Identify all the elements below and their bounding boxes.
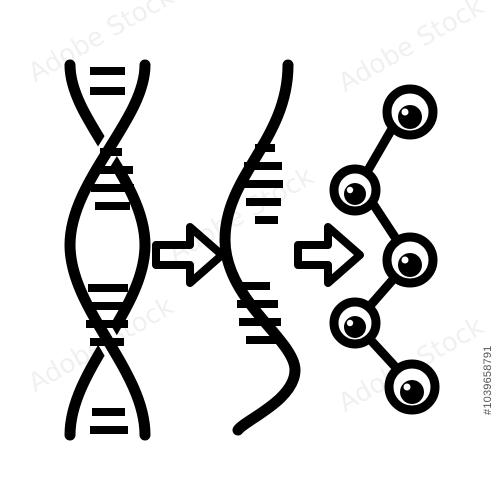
helix-rungs: [85, 67, 134, 434]
amino-acid-node: [329, 297, 381, 349]
single-strand-backbone: [219, 59, 301, 436]
amino-acid-node: [329, 164, 381, 216]
stock-image-id: #1039658791: [482, 345, 494, 416]
amino-acid-node: [382, 84, 438, 140]
amino-acid-node: [382, 232, 438, 288]
single-strand-bases: [237, 144, 283, 344]
helix-strand-b: [64, 59, 151, 441]
dna-single-strand-icon: [219, 59, 301, 436]
arrow-right-icon: [152, 223, 226, 287]
protein-chain-icon: [329, 84, 440, 415]
dna-double-helix-icon: [59, 54, 156, 446]
arrow-right-icon: [294, 223, 364, 287]
amino-acid-node: [384, 359, 440, 415]
helix-strand-a: [64, 59, 151, 441]
